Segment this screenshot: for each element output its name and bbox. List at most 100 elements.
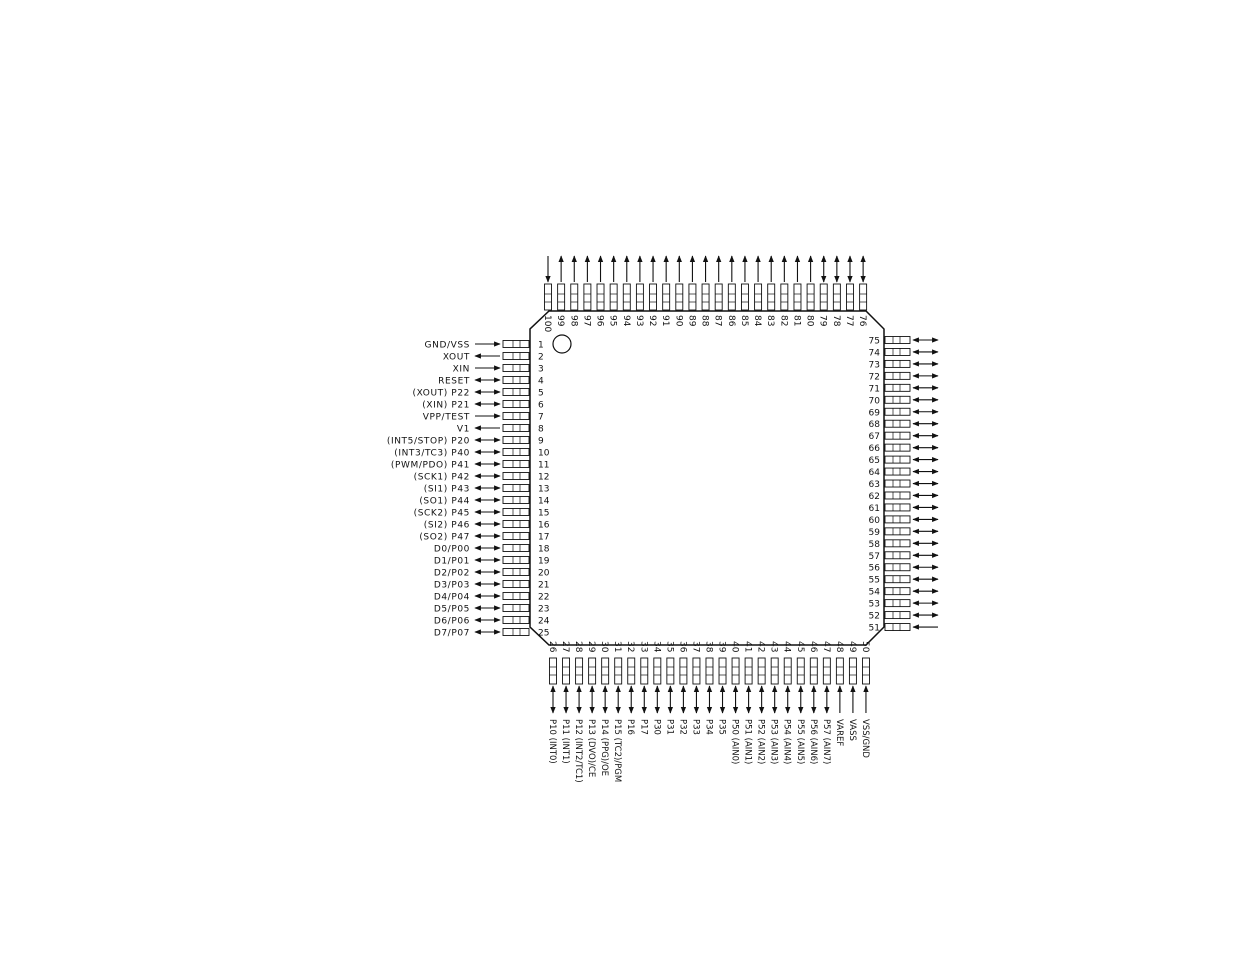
- pin-54: 54: [869, 587, 939, 598]
- pin-label: P33: [690, 719, 700, 735]
- pin-92: 92: [647, 255, 657, 326]
- pin-number: 1: [538, 341, 544, 351]
- pin-lead: [884, 407, 911, 416]
- pin-lead: [583, 283, 592, 311]
- pin-lead: [502, 604, 530, 612]
- pin-99: 99: [555, 255, 565, 327]
- pin-number: 72: [869, 372, 880, 382]
- pin-label: P57 (AIN7): [821, 719, 831, 764]
- pin-87: 87: [713, 255, 723, 326]
- pin-number: 75: [869, 337, 880, 347]
- pin-lead: [832, 283, 841, 311]
- pin-lead: [653, 657, 662, 685]
- pin-number: 36: [677, 641, 687, 653]
- pin-lead: [819, 283, 828, 311]
- pin-number: 77: [844, 315, 854, 326]
- pin-number: 79: [818, 315, 828, 327]
- pin-lead: [502, 544, 530, 552]
- pin-lead: [731, 657, 740, 685]
- pin-lead: [622, 283, 631, 311]
- pin-lead: [741, 283, 749, 311]
- pin-59: 59: [869, 527, 939, 538]
- pin-24: 24 D6/P06: [434, 616, 550, 627]
- pin-label: P31: [664, 719, 674, 735]
- pin-lead: [502, 388, 530, 396]
- pin-lead: [884, 503, 911, 512]
- pin-lead: [767, 283, 776, 311]
- pin-lead: [502, 376, 530, 384]
- pin-label: D6/P06: [434, 617, 470, 627]
- pin-lead: [614, 657, 623, 685]
- pin-lead: [640, 657, 649, 685]
- pin-label: (SO1) P44: [419, 497, 470, 507]
- pin-74: 74: [869, 348, 939, 358]
- pin-lead: [714, 283, 723, 311]
- pin-number: 24: [538, 617, 550, 627]
- pin-label: D2/P02: [434, 569, 470, 579]
- pin-91: 91: [660, 255, 671, 326]
- pin-lead: [884, 587, 911, 596]
- pin-56: 56: [869, 563, 939, 574]
- pin-number: 69: [869, 408, 881, 418]
- pin-number: 66: [869, 444, 881, 454]
- pin-lead: [544, 283, 552, 311]
- pin-label: VPP/TEST: [423, 413, 470, 423]
- pin-lead: [757, 657, 766, 685]
- pin-label: P32: [677, 719, 687, 735]
- pin-lead: [588, 657, 597, 685]
- pin-lead: [884, 419, 911, 428]
- pin-number: 96: [595, 315, 605, 327]
- pin-lead: [688, 283, 697, 311]
- pin-lead: [705, 657, 714, 685]
- pin-number: 32: [625, 641, 635, 652]
- pin-lead: [575, 657, 584, 685]
- pin-number: 11: [538, 461, 549, 471]
- pin-53: 53: [869, 599, 939, 610]
- pin-number: 87: [713, 315, 723, 326]
- pin-label: P16: [625, 719, 635, 735]
- pin-78: 78: [831, 255, 841, 327]
- pin-65: 65: [869, 455, 939, 466]
- pin-label: (SCK2) P45: [414, 509, 470, 519]
- pin-number: 81: [791, 315, 801, 326]
- pin-lead: [884, 575, 911, 584]
- pin-number: 97: [581, 315, 591, 326]
- pin-lead: [884, 336, 911, 344]
- pin-lead: [822, 657, 831, 685]
- pin-93: 93: [634, 255, 644, 326]
- pin-14: 14(SO1) P44: [419, 496, 550, 507]
- pin-number: 60: [869, 516, 881, 526]
- pin-80: 80: [805, 255, 815, 327]
- pin-lead: [884, 515, 911, 524]
- pin-number: 40: [730, 641, 740, 653]
- pin-63: 63: [869, 479, 939, 490]
- pin-52: 52: [869, 611, 939, 622]
- pin-label: D5/P05: [434, 605, 470, 615]
- pin-number: 63: [869, 480, 880, 490]
- pin-number: 47: [821, 641, 831, 652]
- pin-label: D1/P01: [434, 557, 470, 567]
- pin-number: 78: [831, 315, 841, 327]
- pin-lead: [675, 283, 684, 311]
- pin-lead: [692, 657, 701, 685]
- pin-79: 79: [818, 255, 828, 327]
- pin-lead: [718, 657, 727, 685]
- pin-number: 61: [869, 504, 880, 514]
- pin-number: 95: [608, 315, 618, 326]
- pin-lead: [662, 283, 671, 311]
- pin-lead: [770, 657, 779, 685]
